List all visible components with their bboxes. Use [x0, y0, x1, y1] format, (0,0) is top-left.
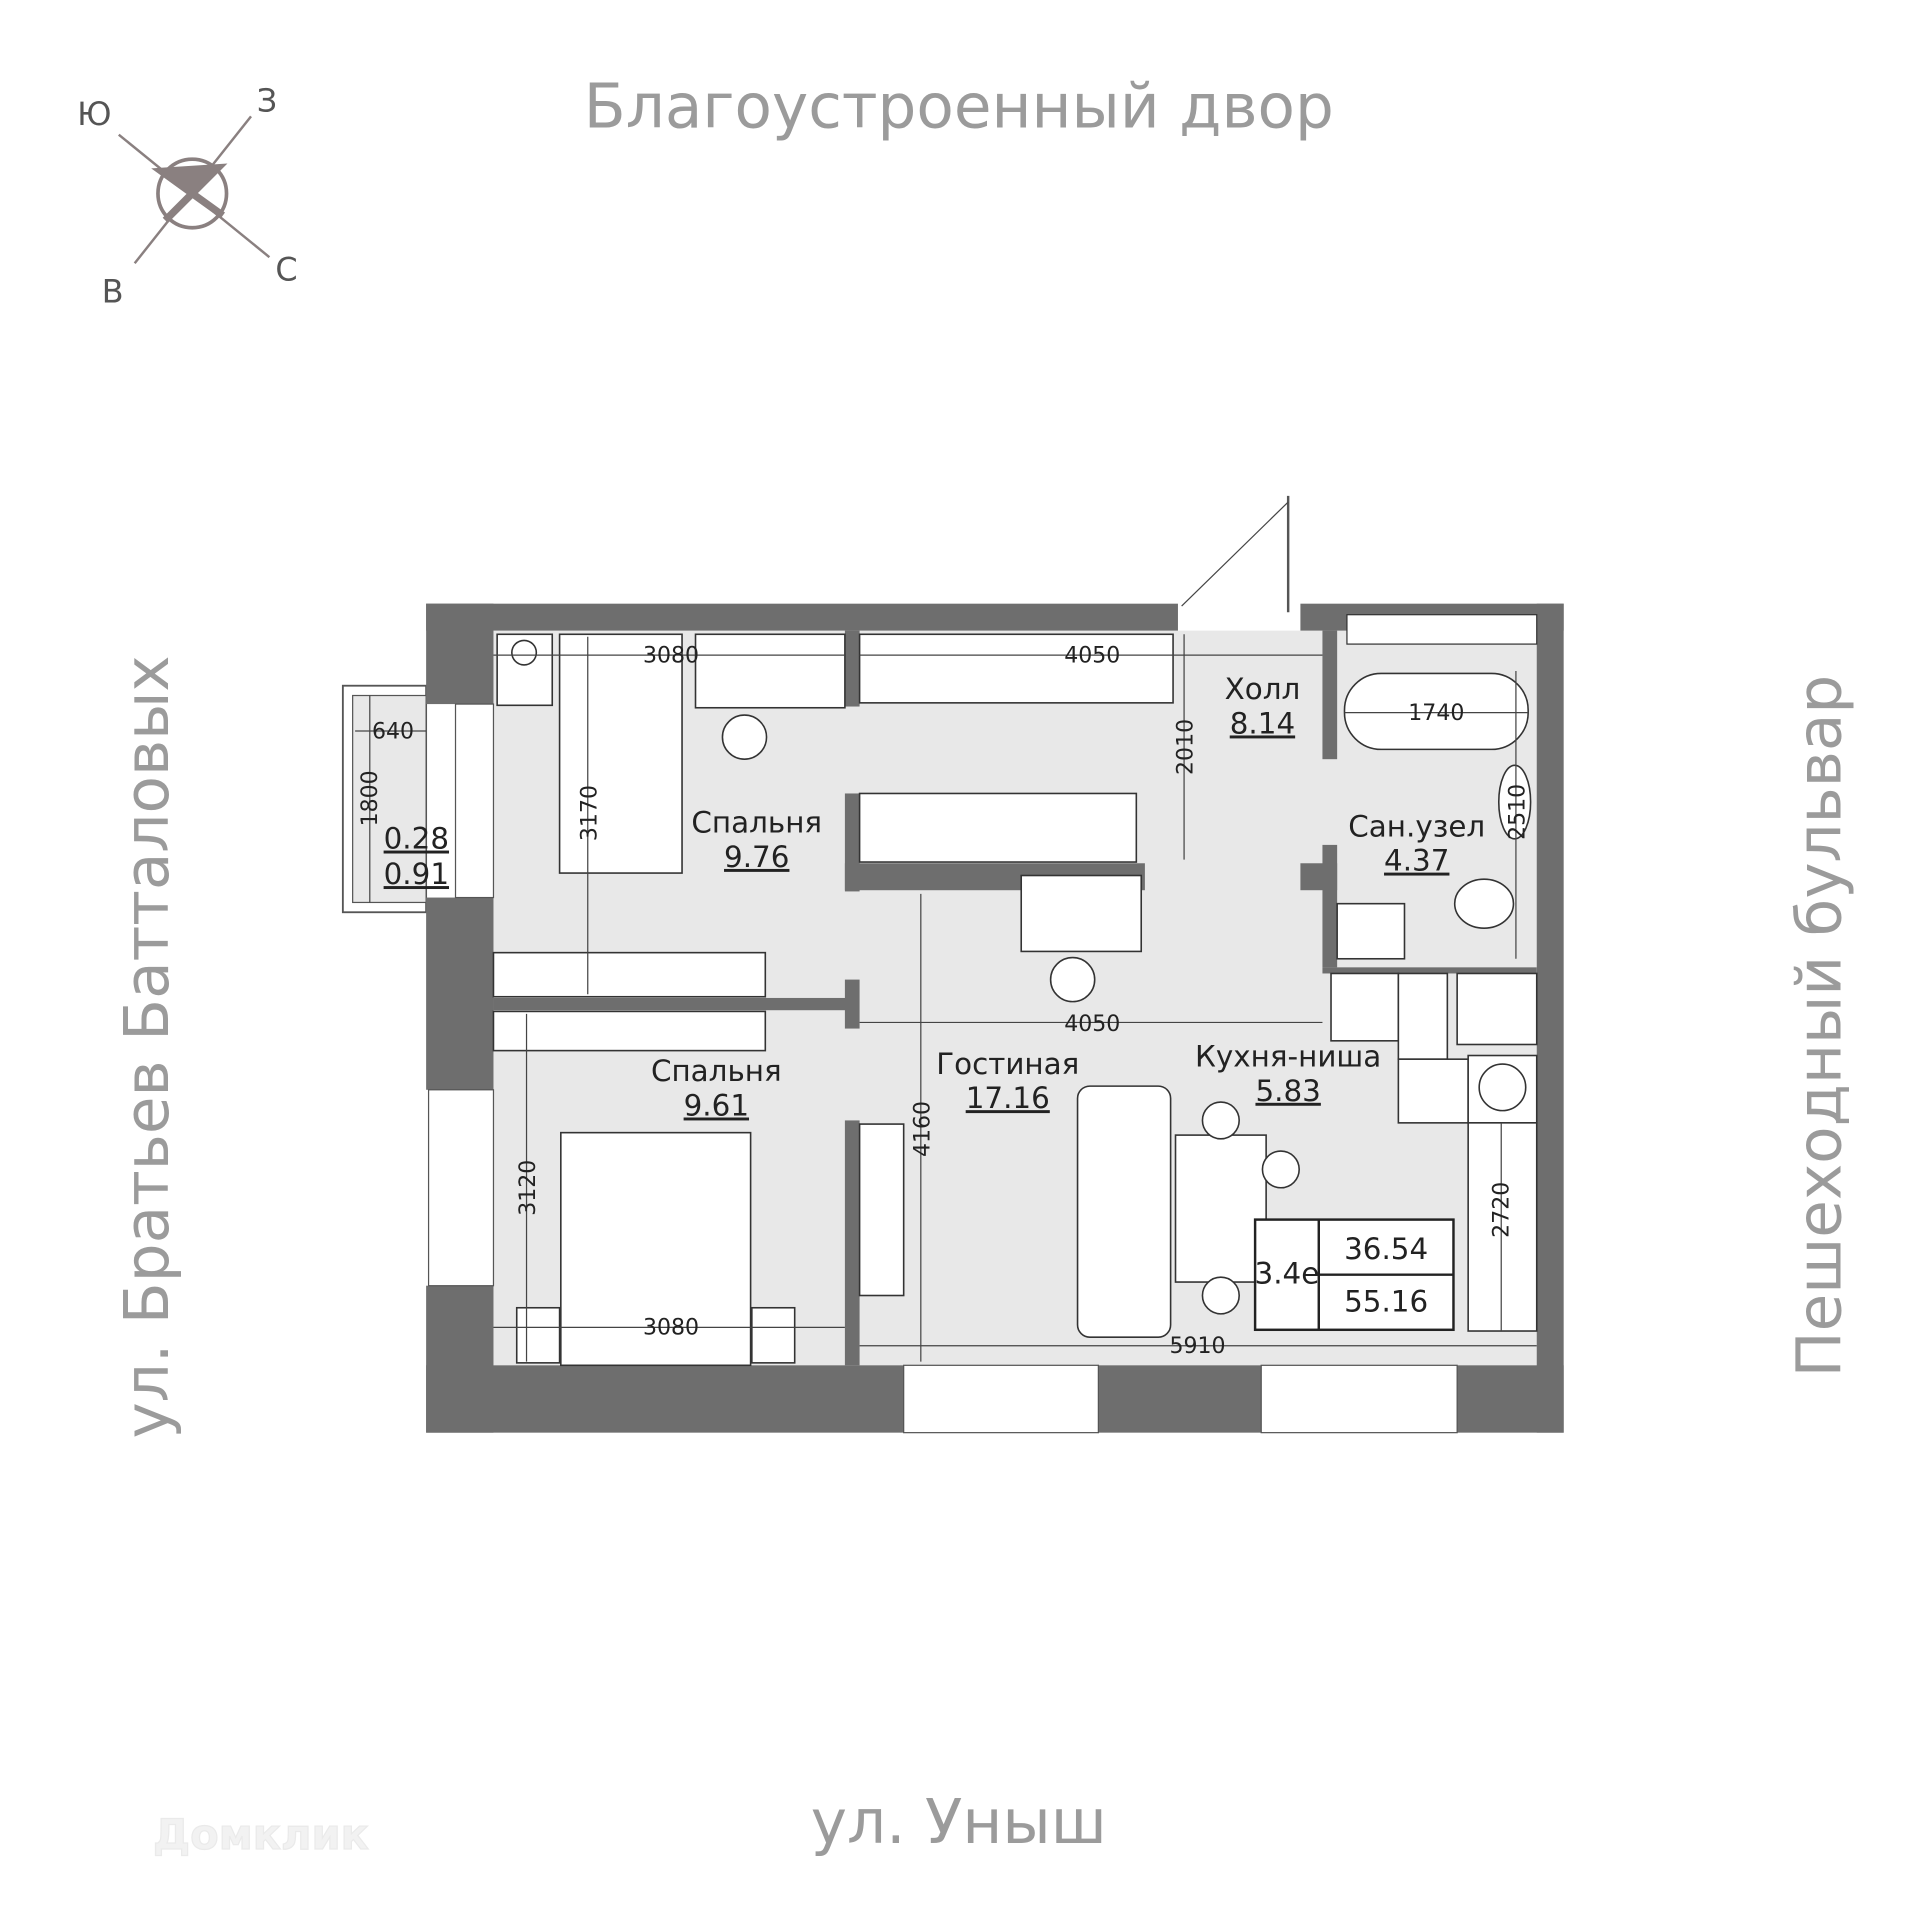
room-labels: Спальня 9.76 Спальня 9.61 Холл 8.14 Сан.… — [384, 672, 1486, 1122]
dimension-labels: 3080 4050 640 1800 3170 2010 1740 2510 4… — [358, 643, 1530, 1359]
room-name: Спальня — [651, 1054, 782, 1088]
total-area: 55.16 — [1344, 1284, 1428, 1318]
dim-label: 2720 — [1490, 1182, 1515, 1238]
room-name: Гостиная — [936, 1047, 1079, 1081]
room-name: Холл — [1225, 672, 1301, 706]
furniture — [492, 633, 1538, 1367]
dim-label: 4160 — [910, 1101, 935, 1157]
dim-label: 4050 — [1064, 1012, 1120, 1037]
room-area: 9.76 — [724, 840, 789, 874]
compass-east: В — [102, 272, 124, 310]
compass-south: Ю — [77, 95, 111, 133]
compass-west: З — [257, 81, 277, 119]
street-bottom: ул. Уныш — [811, 1787, 1107, 1858]
dim-label: 3080 — [643, 643, 699, 668]
dim-label: 4050 — [1064, 643, 1120, 668]
dim-label: 2010 — [1174, 719, 1199, 775]
dim-label: 1800 — [358, 770, 383, 826]
compass-rose: Ю З В С — [77, 81, 298, 310]
room-area: 5.83 — [1255, 1074, 1320, 1108]
dimension-lines — [355, 634, 1537, 1362]
apartment-type: 3.4е — [1255, 1256, 1320, 1290]
dim-label: 3170 — [577, 785, 602, 841]
balcony — [341, 684, 428, 914]
walls — [426, 603, 1564, 1433]
dim-label: 640 — [372, 719, 414, 744]
street-right: Пешеходный бульвар — [1784, 675, 1855, 1378]
street-left: ул. Братьев Батталовых — [112, 655, 183, 1438]
street-top: Благоустроенный двор — [584, 71, 1334, 142]
dim-label: 2510 — [1505, 784, 1530, 840]
room-area: 17.16 — [966, 1081, 1050, 1115]
windows — [427, 495, 1458, 1434]
room-area: 4.37 — [1384, 844, 1449, 878]
balcony-area: 0.91 — [384, 857, 449, 891]
room-area: 9.61 — [684, 1089, 749, 1123]
room-area: 8.14 — [1230, 706, 1295, 740]
room-name: Сан.узел — [1348, 809, 1485, 843]
room-name: Кухня-ниша — [1195, 1040, 1381, 1074]
summary-box: 3.4е 36.54 55.16 — [1253, 1218, 1455, 1332]
watermark-logo: Домклик — [153, 1810, 369, 1859]
dim-label: 3120 — [516, 1160, 541, 1216]
living-area: 36.54 — [1344, 1232, 1428, 1266]
dim-label: 1740 — [1408, 701, 1464, 726]
room-name: Спальня — [691, 806, 822, 840]
dim-label: 3080 — [643, 1316, 699, 1341]
compass-north: С — [275, 250, 297, 288]
balcony-area: 0.28 — [384, 822, 449, 856]
dim-label: 5910 — [1170, 1334, 1226, 1359]
